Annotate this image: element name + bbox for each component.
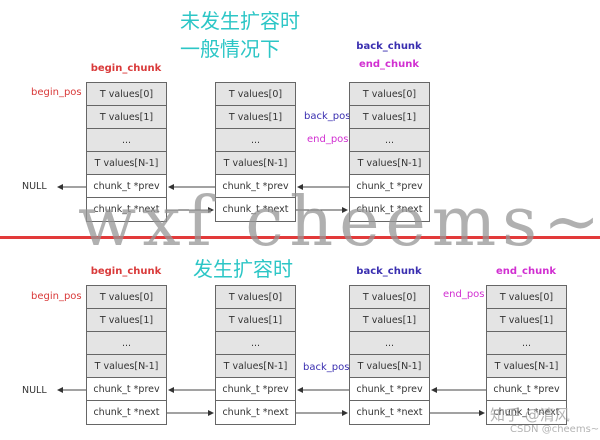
top-back-pos-label: back_pos (304, 111, 351, 122)
chunk-cell: T values[1] (350, 309, 429, 332)
chunk-cell: T values[N-1] (350, 152, 429, 175)
watermark-zhihu: 知乎 @清风 (490, 406, 570, 424)
chunk-next-pointer: chunk_t *next (356, 407, 423, 418)
chunk-cell: ... (350, 129, 429, 152)
bottom-back-chunk-label: back_chunk (356, 266, 422, 277)
chunk-next-pointer: chunk_t *next (222, 407, 289, 418)
chunk-cell: T values[N-1] (87, 152, 166, 175)
chunk-cell: T values[0] (216, 83, 295, 106)
top-chunk-begin: T values[0] T values[1] ... T values[N-1… (86, 82, 167, 222)
chunk-prev-pointer: chunk_t *prev (350, 378, 429, 401)
chunk-cell: T values[N-1] (350, 355, 429, 378)
top-end-chunk-label: end_chunk (359, 59, 419, 70)
chunk-cell: T values[1] (87, 106, 166, 129)
chunk-cell: T values[0] (487, 286, 566, 309)
chunk-cell: T values[1] (487, 309, 566, 332)
top-back-chunk-label: back_chunk (356, 41, 422, 52)
chunk-cell: ... (350, 332, 429, 355)
top-begin-chunk-label: begin_chunk (90, 63, 162, 74)
chunk-cell: T values[1] (350, 106, 429, 129)
chunk-cell: T values[N-1] (87, 355, 166, 378)
chunk-cell: T values[N-1] (216, 152, 295, 175)
top-null-label: NULL (22, 181, 47, 192)
chunk-prev-pointer: chunk_t *prev (487, 378, 566, 401)
chunk-cell: T values[N-1] (487, 355, 566, 378)
chunk-cell: T values[0] (87, 286, 166, 309)
watermark-csdn: CSDN @cheems~ (510, 424, 600, 435)
chunk-cell: ... (487, 332, 566, 355)
section-divider (0, 236, 600, 239)
chunk-next-pointer: chunk_t *next (93, 204, 160, 215)
chunk-cell: ... (87, 129, 166, 152)
bottom-end-chunk-label: end_chunk (496, 266, 556, 277)
chunk-cell: T values[0] (87, 83, 166, 106)
chunk-cell: T values[0] (350, 83, 429, 106)
chunk-prev-pointer: chunk_t *prev (216, 175, 295, 198)
chunk-cell: T values[0] (350, 286, 429, 309)
chunk-next-pointer: chunk_t *next (222, 204, 289, 215)
top-title-line1: 未发生扩容时 (180, 9, 300, 33)
bottom-null-label: NULL (22, 385, 47, 396)
chunk-cell: ... (87, 332, 166, 355)
top-begin-pos-label: begin_pos (31, 87, 82, 98)
top-end-pos-label: end_pos (307, 134, 349, 145)
chunk-cell: T values[1] (87, 309, 166, 332)
top-chunk-middle: T values[0] T values[1] ... T values[N-1… (215, 82, 296, 222)
top-chunk-back-end: T values[0] T values[1] ... T values[N-1… (349, 82, 430, 222)
watermark-main: wxf cheems~ (78, 183, 600, 262)
chunk-next-pointer: chunk_t *next (93, 407, 160, 418)
chunk-cell: ... (216, 332, 295, 355)
chunk-cell: T values[1] (216, 106, 295, 129)
chunk-prev-pointer: chunk_t *prev (87, 378, 166, 401)
chunk-next-pointer: chunk_t *next (493, 407, 560, 418)
chunk-cell: T values[N-1] (216, 355, 295, 378)
bottom-chunk-middle: T values[0] T values[1] ... T values[N-1… (215, 285, 296, 425)
bottom-begin-chunk-label: begin_chunk (90, 266, 162, 277)
bottom-begin-pos-label: begin_pos (31, 291, 82, 302)
bottom-chunk-end: T values[0] T values[1] ... T values[N-1… (486, 285, 567, 425)
chunk-cell: ... (216, 129, 295, 152)
bottom-end-pos-label: end_pos (443, 289, 485, 300)
chunk-next-pointer: chunk_t *next (356, 204, 423, 215)
chunk-cell: T values[1] (216, 309, 295, 332)
bottom-chunk-back: T values[0] T values[1] ... T values[N-1… (349, 285, 430, 425)
chunk-prev-pointer: chunk_t *prev (87, 175, 166, 198)
chunk-prev-pointer: chunk_t *prev (216, 378, 295, 401)
chunk-cell: T values[0] (216, 286, 295, 309)
bottom-title: 发生扩容时 (193, 257, 293, 281)
top-title-line2: 一般情况下 (180, 37, 280, 61)
bottom-back-pos-label: back_pos (303, 362, 350, 373)
bottom-chunk-begin: T values[0] T values[1] ... T values[N-1… (86, 285, 167, 425)
chunk-prev-pointer: chunk_t *prev (350, 175, 429, 198)
